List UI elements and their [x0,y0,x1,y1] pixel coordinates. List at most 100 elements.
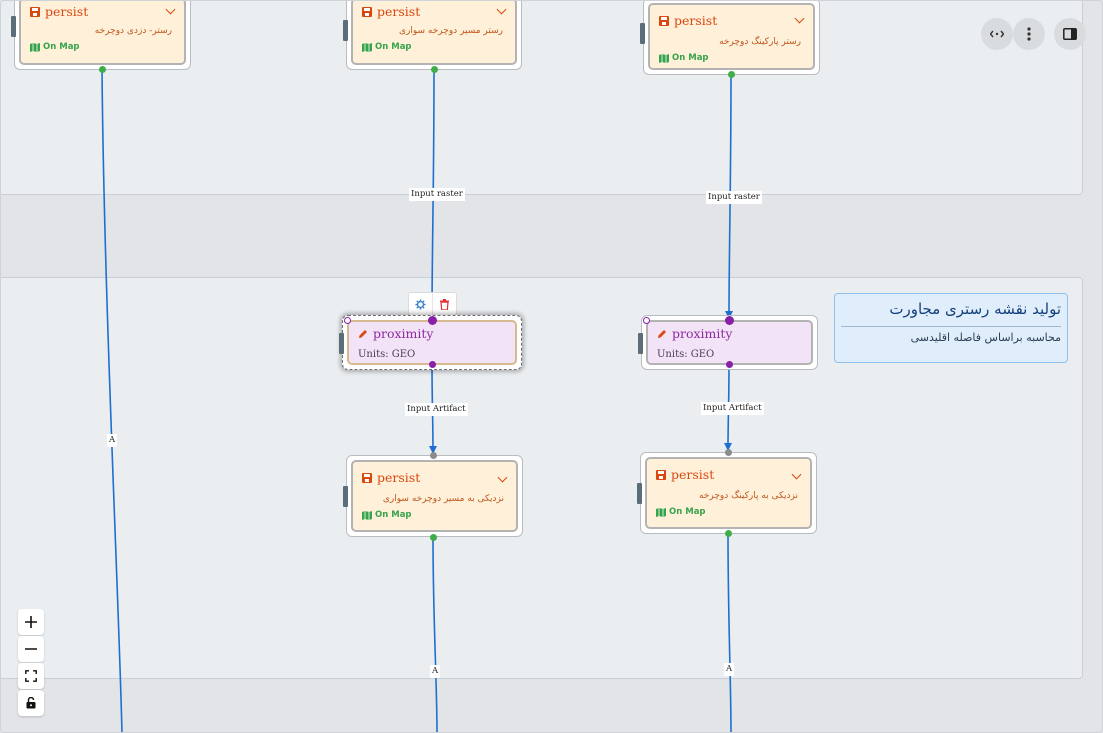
edge-persist2-down[interactable] [727,532,732,733]
fullscreen-icon [25,670,37,682]
node-handle[interactable] [339,333,344,354]
edge-label-input-raster[interactable]: Input raster [409,188,465,201]
edge-route-to-proximity[interactable] [428,68,437,319]
node-handle[interactable] [11,16,16,37]
on-map-label: On Map [669,507,706,517]
note-subtitle: محاسبه براساس فاصله اقلیدسی [910,331,1061,344]
on-map-label: On Map [375,42,412,52]
persist-node-bike-route[interactable]: persist رستر مسیر دوچرخه سواری On Map [343,1,522,73]
group-note[interactable]: تولید نقشه رستری مجاورت محاسبه براساس فا… [834,293,1068,363]
node-handle[interactable] [638,333,643,354]
node-body: persist رستر مسیر دوچرخه سواری On Map [351,1,517,65]
map-icon [362,42,372,52]
on-map-badge[interactable]: On Map [30,42,80,52]
on-map-badge[interactable]: On Map [656,507,706,517]
node-title: persist [362,4,420,19]
input-port[interactable] [725,449,732,456]
floppy-disk-icon [362,6,372,17]
zoom-in-button[interactable] [18,609,44,635]
trash-icon[interactable] [432,293,456,315]
floppy-disk-icon [659,15,669,26]
edge-theft-down[interactable] [101,68,123,733]
on-map-badge[interactable]: On Map [362,42,412,52]
on-map-badge[interactable]: On Map [362,510,412,520]
plus-icon [25,616,37,628]
output-port[interactable] [725,530,732,537]
node-type-label: persist [45,4,89,19]
node-subtitle: نزدیکی به مسیر دوچرخه سواری [382,494,504,504]
resize-corner[interactable] [344,317,351,324]
node-body: proximity Units: GEO [646,320,813,365]
node-handle[interactable] [343,486,348,507]
code-arrows-icon [990,30,1004,38]
edge-label-a[interactable]: A [430,665,441,678]
proximity-node-route[interactable]: proximity Units: GEO [339,315,522,370]
persist-node-bike-parking[interactable]: persist رستر پارکینگ دوچرخه On Map [640,1,820,78]
floppy-disk-icon [30,6,40,17]
output-port[interactable] [99,66,106,73]
chevron-down-icon[interactable] [791,469,802,480]
note-title: تولید نقشه رستری مجاورت [889,300,1061,318]
node-type-label: persist [674,13,718,28]
output-port[interactable] [728,71,735,78]
edge-persist1-down[interactable] [432,536,438,733]
node-title: persist [30,4,88,19]
node-type-label: persist [377,4,421,19]
node-units: Units: GEO [657,349,715,360]
node-type-label: proximity [672,326,733,341]
node-subtitle: رستر- دزدی دوچرخه [94,26,172,36]
lock-button[interactable] [18,690,44,716]
edge-label-input-artifact[interactable]: Input Artifact [701,402,764,415]
output-port[interactable] [726,361,733,368]
output-port[interactable] [429,361,436,368]
input-port[interactable] [725,316,734,325]
node-handle[interactable] [640,23,645,44]
edge-label-a[interactable]: A [724,663,735,676]
resize-corner[interactable] [643,317,650,324]
fit-view-button[interactable] [18,663,44,689]
node-title: persist [659,13,717,28]
node-body: persist نزدیکی به مسیر دوچرخه سواری On M… [351,460,518,532]
unlock-icon [26,697,36,709]
node-subtitle: رستر مسیر دوچرخه سواری [398,26,503,36]
node-body: persist رستر پارکینگ دوچرخه On Map [648,3,815,70]
node-subtitle: رستر پارکینگ دوچرخه [719,37,801,47]
map-icon [362,510,372,520]
more-options-button[interactable] [1013,18,1045,50]
output-port[interactable] [431,66,438,73]
node-toolbar [408,292,457,316]
persist-node-parking-proximity[interactable]: persist نزدیکی به پارکینگ دوچرخه On Map [637,449,817,537]
chevron-down-icon[interactable] [496,4,507,15]
persist-node-theft[interactable]: persist رستر- دزدی دوچرخه On Map [11,1,191,73]
output-port[interactable] [430,534,437,541]
code-toggle-button[interactable] [981,18,1013,50]
input-port[interactable] [428,316,437,325]
node-title: persist [362,470,420,485]
edge-label-input-artifact[interactable]: Input Artifact [405,403,468,416]
node-handle[interactable] [637,483,642,504]
node-body: persist نزدیکی به پارکینگ دوچرخه On Map [645,457,812,529]
edge-label-a[interactable]: A [107,434,118,447]
node-handle[interactable] [343,20,348,41]
input-port[interactable] [430,452,437,459]
chevron-down-icon[interactable] [497,472,508,483]
gear-icon[interactable] [409,293,432,315]
on-map-label: On Map [672,53,709,63]
on-map-badge[interactable]: On Map [659,53,709,63]
chevron-down-icon[interactable] [794,13,805,24]
more-vertical-icon [1027,27,1031,41]
toggle-sidebar-button[interactable] [1054,18,1086,50]
persist-node-route-proximity[interactable]: persist نزدیکی به مسیر دوچرخه سواری On M… [343,452,523,541]
map-icon [30,42,40,52]
edge-label-input-raster[interactable]: Input raster [706,191,762,204]
minus-icon [25,648,37,650]
zoom-out-button[interactable] [18,636,44,662]
node-body: persist رستر- دزدی دوچرخه On Map [19,1,186,65]
proximity-node-parking[interactable]: proximity Units: GEO [638,315,818,370]
node-type-label: persist [377,470,421,485]
on-map-label: On Map [43,42,80,52]
edge-parking-to-proximity[interactable] [725,73,734,319]
chevron-down-icon[interactable] [165,4,176,15]
